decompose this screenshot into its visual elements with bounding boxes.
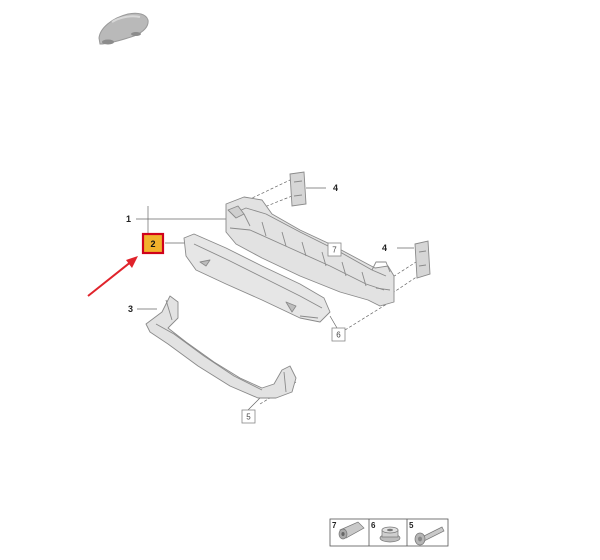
side-bracket-right[interactable] <box>414 240 431 279</box>
callout-2-highlighted[interactable]: 2 <box>141 232 165 255</box>
support-bracket-part[interactable] <box>145 295 297 399</box>
callout-3[interactable]: 3 <box>128 304 133 314</box>
callout-5-box[interactable]: 5 <box>241 409 256 424</box>
callout-7-label: 7 <box>332 246 337 255</box>
fastener-legend: 7 6 5 <box>329 518 449 547</box>
bolt-icon <box>414 526 445 546</box>
legend-5-label: 5 <box>409 521 414 530</box>
callout-7-box[interactable]: 7 <box>327 242 342 257</box>
callout-5-label: 5 <box>246 413 251 422</box>
legend-item-6[interactable]: 6 <box>371 521 401 543</box>
callout-6-box[interactable]: 6 <box>331 327 346 342</box>
legend-7-label: 7 <box>332 521 337 530</box>
legend-item-7[interactable]: 7 <box>332 521 365 540</box>
callout-6-label: 6 <box>336 331 341 340</box>
callout-4-left[interactable]: 4 <box>333 183 338 193</box>
side-bracket-left[interactable] <box>289 171 307 207</box>
callout-1[interactable]: 1 <box>126 214 131 224</box>
impact-absorber-part[interactable] <box>183 233 331 323</box>
car-silhouette-icon[interactable] <box>98 12 149 45</box>
sleeve-nut-icon <box>338 521 365 540</box>
flange-nut-icon <box>379 526 401 543</box>
pointer-arrow-icon <box>87 256 138 297</box>
legend-6-label: 6 <box>371 521 376 530</box>
callout-2-label: 2 <box>150 239 155 249</box>
legend-item-5[interactable]: 5 <box>409 521 445 546</box>
bumper-carrier-part[interactable] <box>225 196 395 307</box>
callout-4-right[interactable]: 4 <box>382 243 387 253</box>
